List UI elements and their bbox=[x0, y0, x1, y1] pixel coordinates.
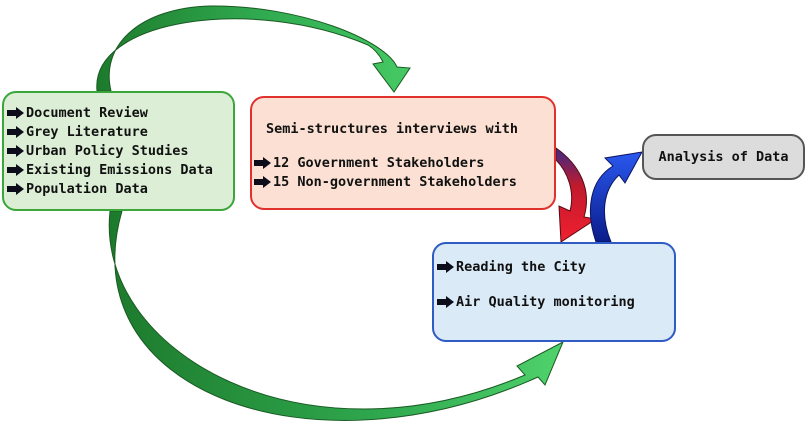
fieldwork-label: Reading the City bbox=[456, 258, 587, 275]
stakeholder-label: 12 Government Stakeholders bbox=[273, 154, 485, 171]
source-label: Document Review bbox=[26, 104, 148, 121]
source-label: Existing Emissions Data bbox=[26, 161, 213, 178]
analysis-box: Analysis of Data bbox=[642, 134, 805, 180]
arrow-fieldwork-to-analysis bbox=[589, 151, 643, 243]
list-item: Air Quality monitoring bbox=[437, 292, 674, 311]
arrow-bullet-icon bbox=[7, 163, 24, 176]
source-label: Urban Policy Studies bbox=[26, 142, 189, 159]
interviews-box: Semi-structures interviews with 12 Gover… bbox=[250, 96, 556, 210]
interviews-heading: Semi-structures interviews with bbox=[266, 121, 518, 137]
list-item: Urban Policy Studies bbox=[7, 141, 233, 160]
arrow-bullet-icon bbox=[254, 175, 271, 188]
list-item: 15 Non-government Stakeholders bbox=[254, 172, 554, 191]
arrow-bullet-icon bbox=[437, 260, 454, 273]
arrow-interviews-to-fieldwork bbox=[555, 147, 598, 243]
arrow-bullet-icon bbox=[7, 125, 24, 138]
arrow-bullet-icon bbox=[7, 106, 24, 119]
stakeholder-label: 15 Non-government Stakeholders bbox=[273, 173, 517, 190]
list-item: Grey Literature bbox=[7, 122, 233, 141]
fieldwork-label: Air Quality monitoring bbox=[456, 293, 635, 310]
list-item: Reading the City bbox=[437, 257, 674, 276]
sources-box: Document Review Grey Literature Urban Po… bbox=[2, 91, 235, 211]
list-item: 12 Government Stakeholders bbox=[254, 153, 554, 172]
arrow-bullet-icon bbox=[7, 144, 24, 157]
arrow-bullet-icon bbox=[254, 156, 271, 169]
arrow-bullet-icon bbox=[437, 295, 454, 308]
list-item: Population Data bbox=[7, 179, 233, 198]
source-label: Population Data bbox=[26, 180, 148, 197]
arrow-sources-to-interviews bbox=[96, 5, 411, 93]
arrow-bullet-icon bbox=[7, 182, 24, 195]
fieldwork-box: Reading the City Air Quality monitoring bbox=[432, 242, 676, 342]
analysis-label: Analysis of Data bbox=[658, 149, 789, 165]
source-label: Grey Literature bbox=[26, 123, 148, 140]
arrow-sources-to-fieldwork bbox=[108, 210, 564, 421]
list-item: Document Review bbox=[7, 103, 233, 122]
list-item: Existing Emissions Data bbox=[7, 160, 233, 179]
